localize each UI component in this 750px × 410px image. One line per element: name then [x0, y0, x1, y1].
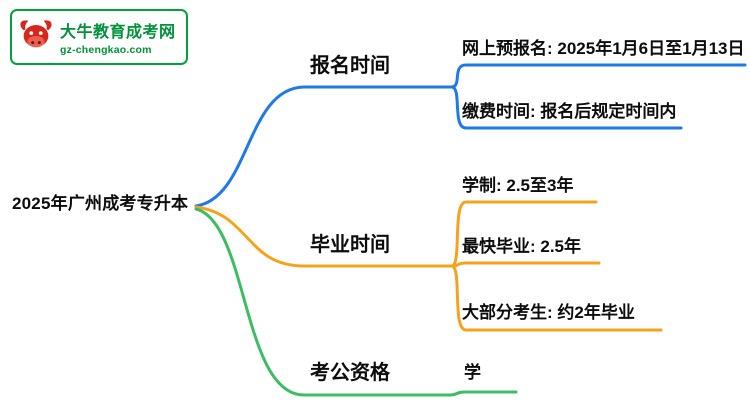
bull-logo-icon	[17, 16, 55, 59]
branch-line-signup	[194, 85, 454, 208]
branch-node-signup: 报名时间	[310, 55, 390, 77]
leaf-node-fastest-graduation: 最快毕业: 2.5年	[462, 237, 582, 256]
logo-subtitle: gz-chengkao.com	[60, 44, 152, 56]
branch-line-signup-child1	[450, 63, 747, 89]
branch-line-graduation	[194, 205, 454, 268]
branch-line-graduation-child2	[450, 261, 601, 268]
branch-line-graduation-child1	[450, 200, 598, 268]
leaf-node-civilservice-truncated: 学	[464, 363, 481, 382]
branch-line-civilservice-child1	[448, 390, 518, 397]
root-node: 2025年广州成考专升本	[12, 194, 189, 213]
branch-node-civilservice: 考公资格	[310, 362, 390, 384]
leaf-node-study-length: 学制: 2.5至3年	[462, 176, 574, 195]
leaf-node-most-students: 大部分考生: 约2年毕业	[462, 303, 635, 322]
branch-line-graduation-child3	[450, 264, 663, 332]
site-logo: 大牛教育成考网 gz-chengkao.com	[10, 9, 188, 65]
branch-node-graduation: 毕业时间	[310, 234, 390, 256]
branch-line-civilservice	[194, 207, 452, 397]
leaf-node-payment-time: 缴费时间: 报名后规定时间内	[462, 102, 677, 121]
branch-line-signup-child2	[450, 85, 683, 130]
leaf-node-online-preregistration: 网上预报名: 2025年1月6日至1月13日	[462, 39, 745, 58]
logo-title: 大牛教育成考网	[60, 24, 176, 41]
